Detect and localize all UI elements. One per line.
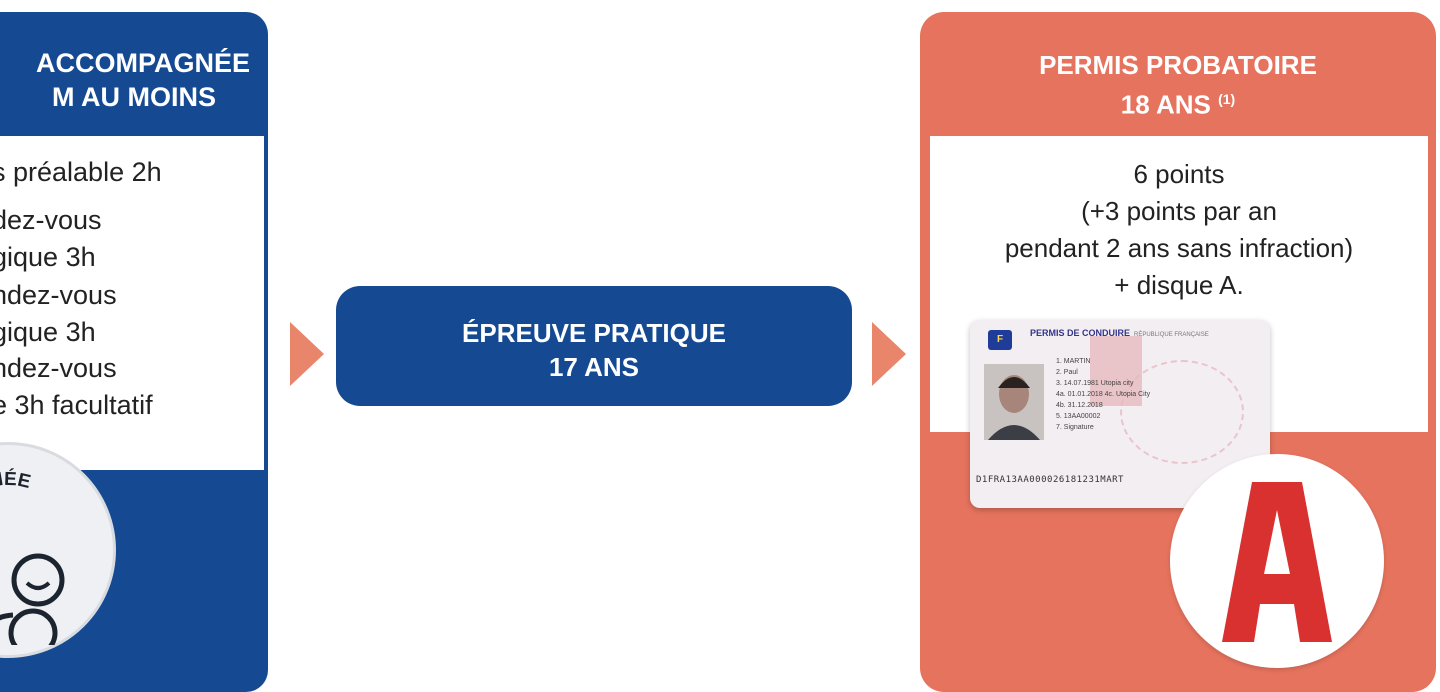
accompanied-badge: COMPAGNÉE [0, 442, 116, 658]
portrait-icon [988, 375, 1040, 440]
license-country: RÉPUBLIQUE FRANÇAISE [1134, 332, 1209, 338]
left-item: gique 3h [0, 317, 96, 347]
right-header-footnote: (1) [1218, 91, 1236, 107]
license-field: 4a. 01.01.2018 4c. Utopia City [1056, 391, 1151, 398]
left-item: ndez-vous [0, 280, 117, 310]
license-title-text: PERMIS DE CONDUIRE [1030, 328, 1131, 338]
license-pattern [1120, 360, 1244, 464]
license-mrz: D1FRA13AA000026181231MART [976, 475, 1124, 485]
right-header-line2-wrap: 18 ANS (1) [920, 82, 1436, 122]
left-item: gique 3h [0, 242, 96, 272]
right-header-line2: 18 ANS [1120, 89, 1211, 120]
left-card-body: s préalable 2h dez-vous gique 3h ndez-vo… [0, 136, 264, 470]
license-field: 1. MARTIN [1056, 358, 1091, 365]
left-header-line1: ACCOMPAGNÉE [35, 48, 250, 78]
left-item: ndez-vous [0, 353, 117, 383]
right-header-line1: PERMIS PROBATOIRE [1039, 50, 1317, 80]
license-field: 4b. 31.12.2018 [1056, 402, 1103, 409]
license-field: 5. 13AA00002 [1056, 413, 1101, 420]
parent-child-icon [0, 553, 65, 645]
badge-ring-text: COMPAGNÉE [0, 468, 33, 551]
accompanied-driving-card: ACCOMPAGNÉE M AU MOINS s préalable 2h de… [0, 12, 268, 692]
left-header-line2: M AU MOINS [52, 82, 216, 112]
left-item: s préalable 2h [0, 157, 162, 187]
license-field: 2. Paul [1056, 369, 1078, 376]
arrow-right-icon [872, 322, 906, 386]
practical-test-age: 17 ANS [548, 352, 640, 382]
left-item: e 3h facultatif [0, 390, 153, 420]
practical-test-step: ÉPREUVE PRATIQUE 17 ANS [336, 286, 852, 406]
license-photo [984, 364, 1044, 440]
eu-flag-icon: F [988, 330, 1012, 350]
license-ghost-photo [1090, 336, 1142, 406]
points-line: + disque A. [1114, 270, 1244, 300]
points-line: pendant 2 ans sans infraction) [1004, 233, 1354, 263]
a-letter-icon [1222, 482, 1332, 642]
left-item: dez-vous [0, 205, 102, 235]
points-line: (+3 points par an [1081, 196, 1277, 226]
practical-test-title: ÉPREUVE PRATIQUE [462, 318, 726, 348]
license-field: 3. 14.07.1981 Utopia city [1056, 380, 1134, 387]
a-disc [1170, 454, 1384, 668]
right-card-header: PERMIS PROBATOIRE 18 ANS (1) [920, 48, 1436, 122]
license-fields: 1. MARTIN 2. Paul 3. 14.07.1981 Utopia c… [1056, 356, 1206, 433]
points-line: 6 points [1133, 159, 1225, 189]
arrow-right-icon [290, 322, 324, 386]
license-field: 7. Signature [1056, 424, 1094, 431]
